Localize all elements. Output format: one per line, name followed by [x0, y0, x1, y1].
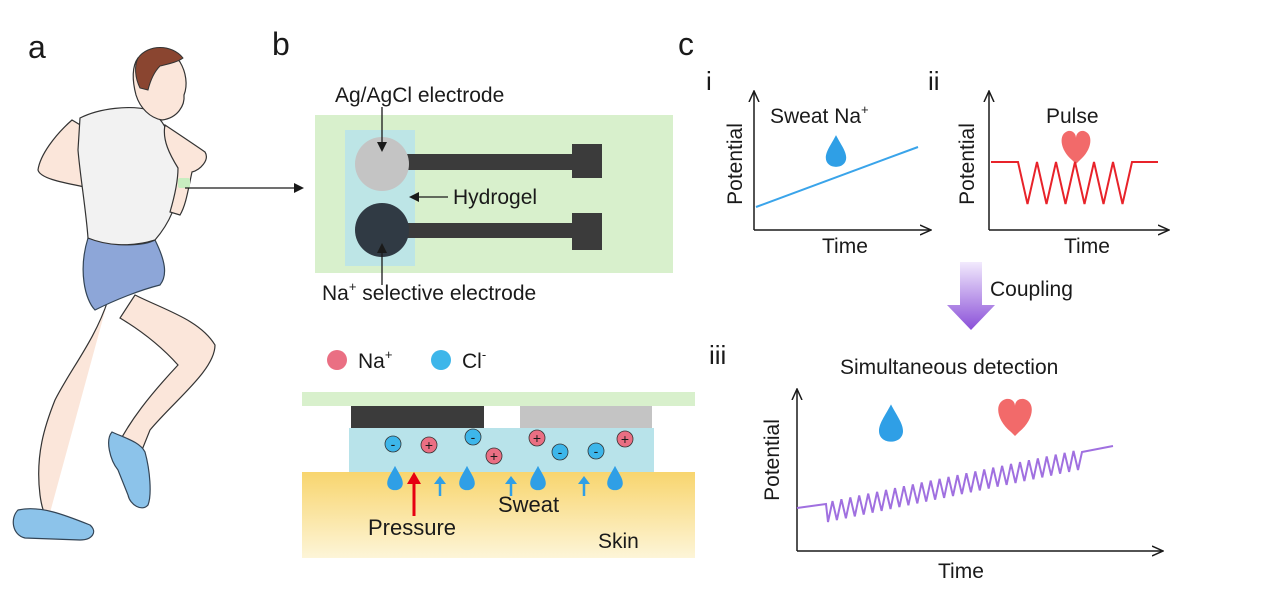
svg-text:+: + — [621, 431, 629, 447]
pressure-label: Pressure — [368, 515, 456, 540]
hydrogel-label: Hydrogel — [453, 186, 537, 209]
subpanel-ii-label: ii — [928, 66, 940, 96]
panel-c-label: c — [678, 26, 694, 62]
i-title: Sweat Na+ — [770, 102, 869, 128]
skin-layer — [302, 472, 695, 558]
na-electrode-label: Na+ selective electrode — [322, 279, 536, 305]
subpanel-i-label: i — [706, 66, 712, 96]
ions: - + - + + - - + — [384, 428, 634, 465]
svg-text:+: + — [490, 448, 498, 464]
i-y-label: Potential — [724, 123, 747, 205]
svg-text:-: - — [558, 444, 563, 460]
skin-label: Skin — [598, 530, 639, 553]
wearable-sensor-patch — [178, 178, 190, 188]
svg-text:+: + — [533, 430, 541, 446]
iii-y-label: Potential — [761, 419, 784, 501]
cross-substrate — [302, 392, 695, 406]
subpanel-iii-label: iii — [709, 340, 726, 370]
coupling-arrow-icon — [947, 262, 995, 330]
ag-agcl-electrode — [355, 137, 409, 191]
sweat-arrows — [434, 476, 590, 496]
svg-text:-: - — [391, 436, 396, 452]
ag-agcl-label: Ag/AgCl electrode — [335, 84, 504, 107]
na-selective-electrode — [355, 203, 409, 257]
iii-coupled-signal-line — [796, 445, 1114, 523]
iii-x-label: Time — [938, 560, 984, 583]
i-x-label: Time — [822, 235, 868, 258]
cross-dark-electrode — [351, 406, 484, 428]
ii-x-label: Time — [1064, 235, 1110, 258]
iii-title: Simultaneous detection — [840, 356, 1058, 379]
iii-heart-icon — [998, 398, 1032, 436]
i-sweat-drop-icon — [825, 135, 847, 167]
trace-top — [395, 144, 602, 178]
runner-illustration — [12, 47, 216, 541]
ii-heart-icon — [1061, 130, 1091, 164]
trace-bottom — [395, 213, 602, 250]
legend-na-label: Na+ — [358, 347, 392, 373]
cross-grey-electrode — [520, 406, 652, 428]
iii-sweat-drop-icon — [879, 404, 903, 442]
sweat-label: Sweat — [498, 492, 559, 517]
svg-text:+: + — [425, 437, 433, 453]
panel-b-label: b — [272, 26, 290, 62]
legend-cl-ion — [431, 350, 451, 370]
legend-na-ion — [327, 350, 347, 370]
svg-text:-: - — [594, 443, 599, 459]
panel-a-label: a — [28, 29, 46, 65]
ii-y-label: Potential — [956, 123, 979, 205]
ii-pulse-line — [991, 161, 1158, 205]
coupling-label: Coupling — [990, 278, 1073, 301]
ii-title: Pulse — [1046, 105, 1099, 128]
i-signal-line — [755, 146, 919, 208]
legend-cl-label: Cl- — [462, 347, 486, 373]
svg-text:-: - — [471, 429, 476, 445]
